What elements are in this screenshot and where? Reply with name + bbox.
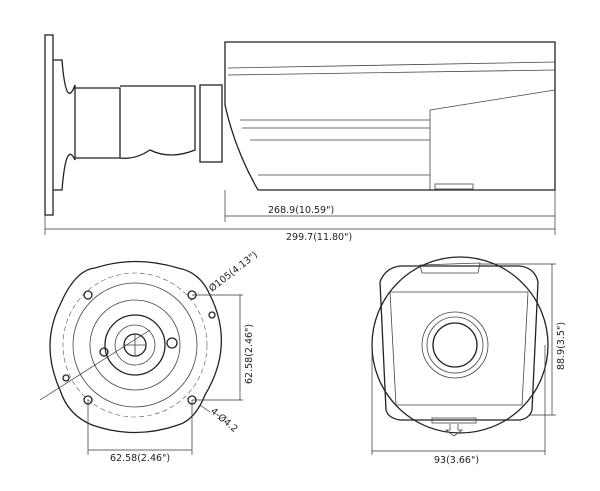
dimension-lines — [44, 190, 556, 235]
hole-spacing-horizontal-label: 62.58(2.46") — [110, 453, 170, 464]
front-housing — [379, 265, 539, 421]
base-dimension-lines — [39, 294, 243, 455]
body-label-plate — [434, 183, 474, 190]
drawing-line — [431, 417, 477, 424]
down-arrow-icon — [444, 424, 464, 437]
base-view: Ø105(4.13") 62.58(2.46") 4-Ø4.2 62.58(2.… — [39, 250, 260, 464]
sunshield-line — [227, 61, 556, 76]
side-view: 268.9(10.59") 299.7(11.80") — [44, 34, 556, 243]
front-height-label: 88.9(3.5") — [556, 322, 567, 370]
camera-body — [224, 41, 556, 191]
front-width-label: 93(3.66") — [434, 455, 479, 466]
front-view: 93(3.66") 88.9(3.5") — [371, 256, 567, 466]
drawing-line — [426, 316, 484, 374]
drawing-line — [89, 299, 181, 391]
base-diameter-label: Ø105(4.13") — [207, 250, 260, 295]
mounting-hole — [83, 290, 93, 300]
drawing-line — [99, 347, 109, 357]
hole-spec-label: 4-Ø4.2 — [208, 406, 240, 435]
front-dimension-lines — [371, 263, 556, 455]
arm-segment — [75, 87, 121, 159]
drawing-line — [419, 262, 481, 274]
mounting-hole — [208, 311, 216, 319]
drawing-line — [72, 282, 198, 408]
lens — [432, 322, 478, 368]
mounting-hole — [62, 374, 70, 382]
lens-outer — [421, 311, 489, 379]
center-mount — [104, 314, 166, 376]
hole-spacing-vertical-label: 62.58(2.46") — [244, 324, 255, 384]
inner-dashed-circle — [62, 272, 208, 418]
body-detail — [240, 89, 556, 190]
mounting-holes — [62, 290, 216, 405]
front-glass — [389, 291, 529, 406]
body-length-label: 268.9(10.59") — [268, 205, 334, 216]
drawing-line — [114, 324, 156, 366]
drawing-line — [124, 334, 146, 356]
arm-ring — [199, 84, 223, 163]
base-outline — [49, 260, 223, 434]
total-length-label: 299.7(11.80") — [286, 232, 352, 243]
drawing-line — [166, 337, 178, 349]
front-ring — [371, 256, 549, 434]
wall-plate — [44, 34, 54, 216]
body-detail-lower — [250, 139, 430, 176]
mount-base — [53, 59, 76, 191]
arm-joint — [119, 85, 196, 159]
